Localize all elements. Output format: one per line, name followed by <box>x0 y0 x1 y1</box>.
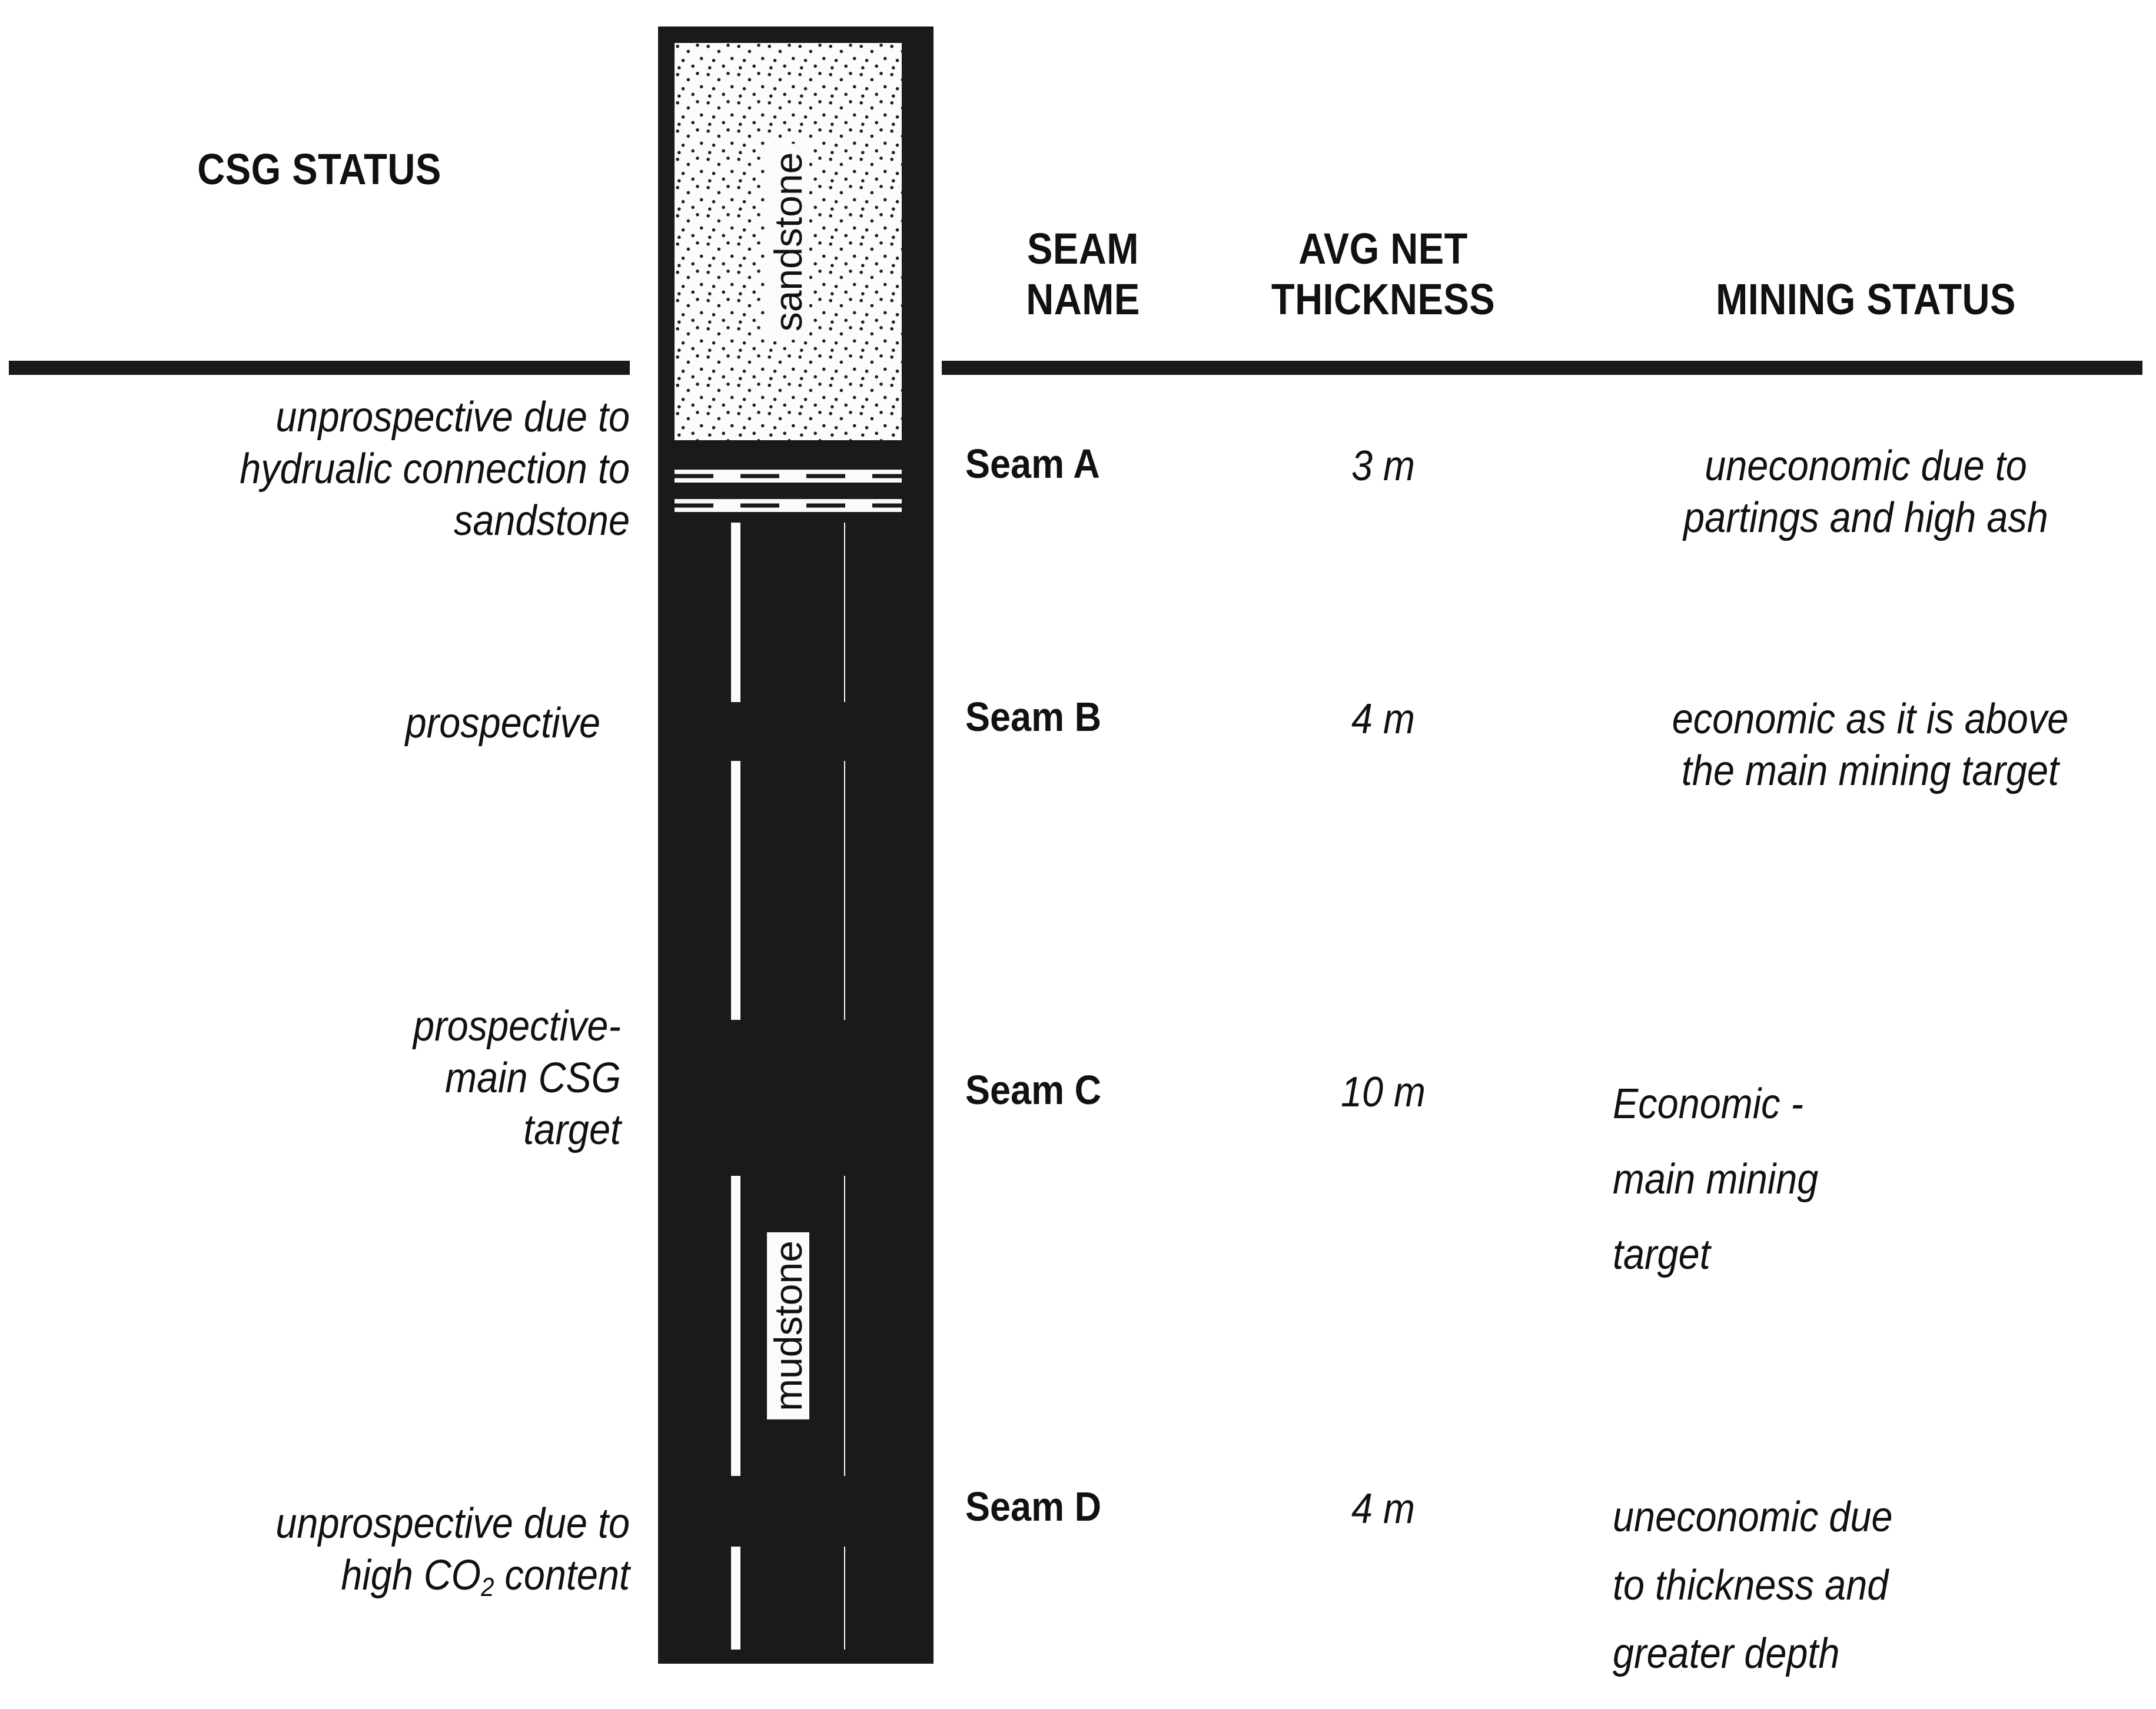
mudstone-label: mudstone <box>766 1232 810 1419</box>
layer-mudstone-4 <box>675 1547 902 1650</box>
table-row-seam-d-thickness: 4 m <box>1351 1485 1416 1532</box>
table-row-seam-d-name: Seam D <box>965 1484 1102 1530</box>
csg-a-line-3: sandstone <box>453 497 630 544</box>
csg-d-line-2: high CO2 content <box>74 1550 630 1614</box>
layer-sandstone: sandstone <box>675 43 902 440</box>
table-header-rule <box>942 361 2142 375</box>
thickness-header-line-1: AVG NET <box>1298 224 1468 273</box>
csg-status-seam-a: unprospective due to hydrualic connectio… <box>74 391 630 547</box>
csg-d-co2-post: content <box>494 1552 630 1599</box>
table-row-seam-c-name: Seam C <box>965 1067 1102 1113</box>
seam-b-status-line-1: economic as it is above <box>1672 696 2069 743</box>
table-header-seam-name: SEAM NAME <box>979 224 1187 325</box>
layer-seam-b-coal <box>660 702 932 761</box>
csg-c-line-1: prospective- <box>413 1003 621 1050</box>
csg-a-line-1: unprospective due to <box>275 394 630 441</box>
table-row-seam-d-mining-status: uneconomic due to thickness and greater … <box>1613 1483 2100 1688</box>
csg-d-co2-subscript: 2 <box>481 1573 494 1602</box>
table-row-seam-c-mining-status: Economic - main mining target <box>1613 1066 2089 1292</box>
csg-status-seam-d: unprospective due to high CO2 content <box>74 1498 630 1614</box>
csg-d-line-1: unprospective due to <box>275 1500 630 1547</box>
table-row-seam-a-thickness: 3 m <box>1351 443 1416 490</box>
csg-a-line-2: hydrualic connection to <box>240 445 630 493</box>
csg-c-line-2: main CSG <box>445 1055 621 1102</box>
seam-b-status-line-2: the main mining target <box>1681 747 2059 794</box>
layer-mudstone-2 <box>675 761 902 1020</box>
csg-b-line-1: prospective <box>405 700 600 747</box>
csg-status-seam-b: prospective <box>71 697 600 749</box>
seam-name-header-line-1: SEAM <box>1027 224 1139 273</box>
layer-seam-c-coal <box>660 1020 932 1176</box>
csg-status-seam-c: prospective- main CSG target <box>73 1000 621 1156</box>
csg-d-co2-pre: high CO <box>341 1552 481 1599</box>
seam-a-status-line-2: partings and high ash <box>1683 494 2048 541</box>
layer-mudstone-1 <box>675 523 902 702</box>
sandstone-label: sandstone <box>766 144 810 340</box>
seam-d-status-line-2: to thickness and <box>1613 1562 1889 1609</box>
seam-name-header-line-2: NAME <box>1026 275 1140 324</box>
seam-d-status-line-1: uneconomic due <box>1613 1494 1893 1541</box>
csg-status-header: CSG STATUS <box>197 145 441 194</box>
seam-d-status-line-3: greater depth <box>1613 1630 1840 1677</box>
table-row-seam-a-mining-status: uneconomic due to partings and high ash <box>1612 440 2120 544</box>
seam-a-parting-2 <box>675 499 902 512</box>
layer-seam-d-coal <box>660 1476 932 1547</box>
csg-status-header-rule <box>9 361 630 375</box>
table-row-seam-a-name: Seam A <box>965 441 1100 487</box>
table-row-seam-b-thickness: 4 m <box>1351 696 1416 743</box>
seam-a-status-line-1: uneconomic due to <box>1705 443 2027 490</box>
stratigraphic-column: sandstone mudstone <box>658 26 934 1664</box>
table-header-mining-status: MINING STATUS <box>1716 275 2016 324</box>
table-header-avg-net-thickness: AVG NET THICKNESS <box>1233 224 1533 325</box>
table-row-seam-b-name: Seam B <box>965 694 1102 740</box>
seam-c-status-line-3: target <box>1613 1231 1710 1278</box>
csg-c-line-3: target <box>523 1106 621 1153</box>
thickness-header-line-2: THICKNESS <box>1271 275 1496 324</box>
layer-mudstone-3: mudstone <box>675 1176 902 1476</box>
seam-c-status-line-2: main mining <box>1613 1156 1819 1203</box>
seam-c-status-line-1: Economic - <box>1613 1080 1804 1128</box>
table-row-seam-c-thickness: 10 m <box>1340 1069 1426 1116</box>
seam-a-parting-1 <box>675 470 902 483</box>
table-row-seam-b-mining-status: economic as it is above the main mining … <box>1612 693 2129 797</box>
